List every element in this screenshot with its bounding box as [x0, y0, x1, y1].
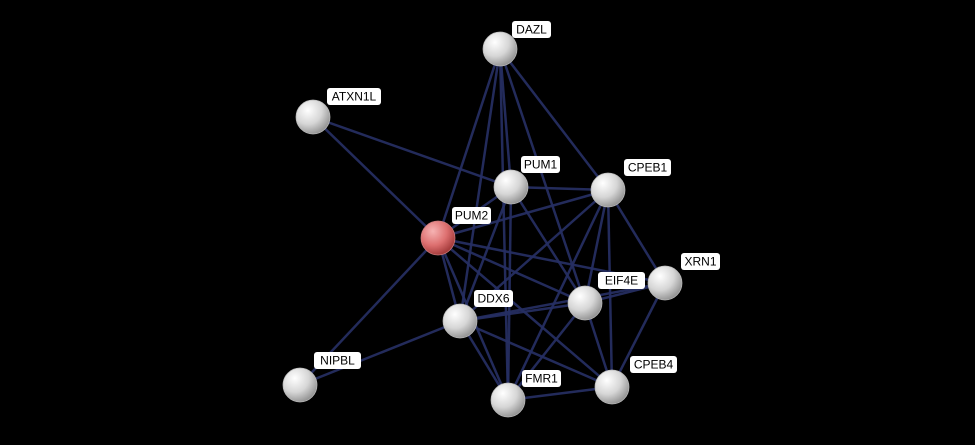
node-label-PUM2[interactable]: PUM2	[452, 207, 491, 224]
node-label-text-ATXN1L: ATXN1L	[332, 90, 377, 104]
node-sphere-PUM1[interactable]	[493, 169, 529, 205]
node-ATXN1L[interactable]	[295, 99, 331, 135]
node-FMR1[interactable]	[490, 382, 526, 418]
node-label-bg-ATXN1L	[327, 88, 381, 105]
node-layer	[282, 31, 683, 418]
node-label-bg-DAZL	[512, 21, 551, 38]
node-sphere-XRN1[interactable]	[647, 265, 683, 301]
node-CPEB4[interactable]	[594, 369, 630, 405]
node-label-bg-FMR1	[522, 370, 561, 387]
edge-DDX6-XRN1[interactable]	[459, 281, 666, 323]
node-label-bg-PUM1	[521, 156, 560, 173]
node-label-PUM1[interactable]: PUM1	[521, 156, 560, 173]
node-label-DDX6[interactable]: DDX6	[474, 290, 513, 307]
edge-DAZL-PUM2[interactable]	[436, 48, 502, 239]
node-EIF4E[interactable]	[567, 285, 603, 321]
node-XRN1[interactable]	[647, 265, 683, 301]
node-CPEB1[interactable]	[590, 172, 626, 208]
node-label-bg-PUM2	[452, 207, 491, 224]
node-label-FMR1[interactable]: FMR1	[522, 370, 561, 387]
edge-ATXN1L-PUM1[interactable]	[312, 115, 512, 189]
node-sphere-CPEB1[interactable]	[590, 172, 626, 208]
edge-XRN1-CPEB4[interactable]	[610, 282, 667, 388]
node-label-bg-EIF4E	[598, 272, 645, 289]
node-label-XRN1[interactable]: XRN1	[681, 253, 720, 270]
node-label-bg-NIPBL	[314, 352, 361, 369]
node-label-text-XRN1: XRN1	[684, 255, 716, 269]
node-sphere-FMR1[interactable]	[490, 382, 526, 418]
node-label-text-EIF4E: EIF4E	[605, 274, 638, 288]
node-NIPBL[interactable]	[282, 367, 318, 403]
edge-EIF4E-FMR1[interactable]	[507, 302, 586, 401]
node-label-text-FMR1: FMR1	[525, 372, 558, 386]
node-label-DAZL[interactable]: DAZL	[512, 21, 551, 38]
node-label-EIF4E[interactable]: EIF4E	[598, 272, 645, 289]
node-sphere-NIPBL[interactable]	[282, 367, 318, 403]
edge-DDX6-NIPBL[interactable]	[299, 319, 461, 387]
edge-CPEB1-EIF4E[interactable]	[583, 189, 610, 304]
edge-DAZL-PUM1[interactable]	[498, 48, 513, 188]
edge-CPEB1-FMR1[interactable]	[506, 189, 610, 401]
node-label-text-PUM2: PUM2	[455, 209, 489, 223]
edge-ATXN1L-PUM2[interactable]	[312, 116, 439, 239]
edge-FMR1-CPEB4[interactable]	[507, 385, 613, 402]
node-label-bg-XRN1	[681, 253, 720, 270]
node-label-bg-DDX6	[474, 290, 513, 307]
node-label-bg-CPEB4	[630, 356, 677, 373]
edge-DAZL-EIF4E[interactable]	[498, 48, 587, 304]
node-sphere-DAZL[interactable]	[482, 31, 518, 67]
edge-CPEB1-XRN1[interactable]	[606, 189, 667, 284]
edge-DAZL-DDX6[interactable]	[458, 48, 502, 322]
node-sphere-DDX6[interactable]	[442, 303, 478, 339]
node-sphere-EIF4E[interactable]	[567, 285, 603, 321]
node-label-text-PUM1: PUM1	[524, 158, 558, 172]
node-label-CPEB1[interactable]: CPEB1	[624, 159, 671, 176]
node-label-CPEB4[interactable]: CPEB4	[630, 356, 677, 373]
node-label-text-CPEB1: CPEB1	[628, 161, 668, 175]
edge-PUM1-DDX6[interactable]	[458, 186, 513, 322]
node-label-ATXN1L[interactable]: ATXN1L	[327, 88, 381, 105]
node-sphere-ATXN1L[interactable]	[295, 99, 331, 135]
node-label-text-DAZL: DAZL	[516, 23, 547, 37]
node-label-text-DDX6: DDX6	[477, 292, 509, 306]
node-label-bg-CPEB1	[624, 159, 671, 176]
node-PUM1[interactable]	[493, 169, 529, 205]
node-sphere-CPEB4[interactable]	[594, 369, 630, 405]
node-label-text-NIPBL: NIPBL	[320, 354, 355, 368]
node-PUM2[interactable]	[420, 220, 456, 256]
edge-PUM1-EIF4E[interactable]	[509, 186, 587, 304]
node-DDX6[interactable]	[442, 303, 478, 339]
node-DAZL[interactable]	[482, 31, 518, 67]
edge-DDX6-CPEB4[interactable]	[459, 319, 613, 389]
node-sphere-PUM2[interactable]	[420, 220, 456, 256]
edge-PUM2-CPEB1[interactable]	[437, 188, 609, 240]
node-label-text-CPEB4: CPEB4	[634, 358, 674, 372]
edge-DAZL-CPEB1[interactable]	[499, 48, 609, 191]
node-label-NIPBL[interactable]: NIPBL	[314, 352, 361, 369]
